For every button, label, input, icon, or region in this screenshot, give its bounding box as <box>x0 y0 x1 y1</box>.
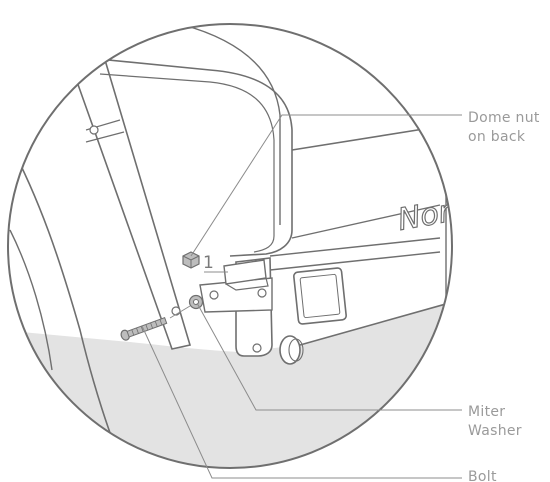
leader-dome-nut <box>190 114 462 257</box>
bracket-hole-bottom <box>252 343 262 353</box>
callout-bolt-line1: Bolt <box>468 469 497 482</box>
bracket-hole-right <box>257 288 267 298</box>
callout-miter-washer: Miter Washer <box>468 403 522 441</box>
housing-top-inner <box>179 24 281 225</box>
callout-dome-nut-line2: on back <box>468 129 526 145</box>
case-upper-edge <box>291 127 447 151</box>
miter-washer-icon <box>188 294 204 310</box>
bracket-hole-left <box>209 290 219 300</box>
fender-inner <box>9 229 53 371</box>
callout-dome-nut-line1: Dome nut <box>468 110 540 126</box>
support-arm <box>68 59 192 350</box>
leader-miter-washer <box>196 302 462 411</box>
callout-miter-washer-line1: Miter <box>468 404 506 420</box>
callout-miter-washer-line2: Washer <box>468 423 522 439</box>
adjust-knob <box>279 335 301 365</box>
case-band-bottom <box>269 251 441 271</box>
bolt-icon <box>120 317 168 341</box>
dome-nut-icon <box>182 251 200 269</box>
case-mid-edge <box>291 204 441 239</box>
callout-bolt: Bolt <box>468 468 497 482</box>
arm-hole-bottom <box>171 306 181 316</box>
housing-lip <box>99 73 275 253</box>
detail-circle <box>7 23 453 469</box>
callout-dome-nut: Dome nut on back <box>468 109 540 147</box>
brand-lettering: Nor <box>395 194 455 238</box>
bolt-alignment-line <box>169 305 191 319</box>
leader-bolt <box>141 325 462 479</box>
case-band-top <box>269 237 441 257</box>
case-lower-edge <box>299 299 452 346</box>
latch-cover <box>293 267 347 325</box>
floor-shadow <box>8 300 452 468</box>
part-number-label: 1 <box>203 253 214 273</box>
arm-hole-top <box>89 125 99 135</box>
housing-top <box>87 57 293 257</box>
